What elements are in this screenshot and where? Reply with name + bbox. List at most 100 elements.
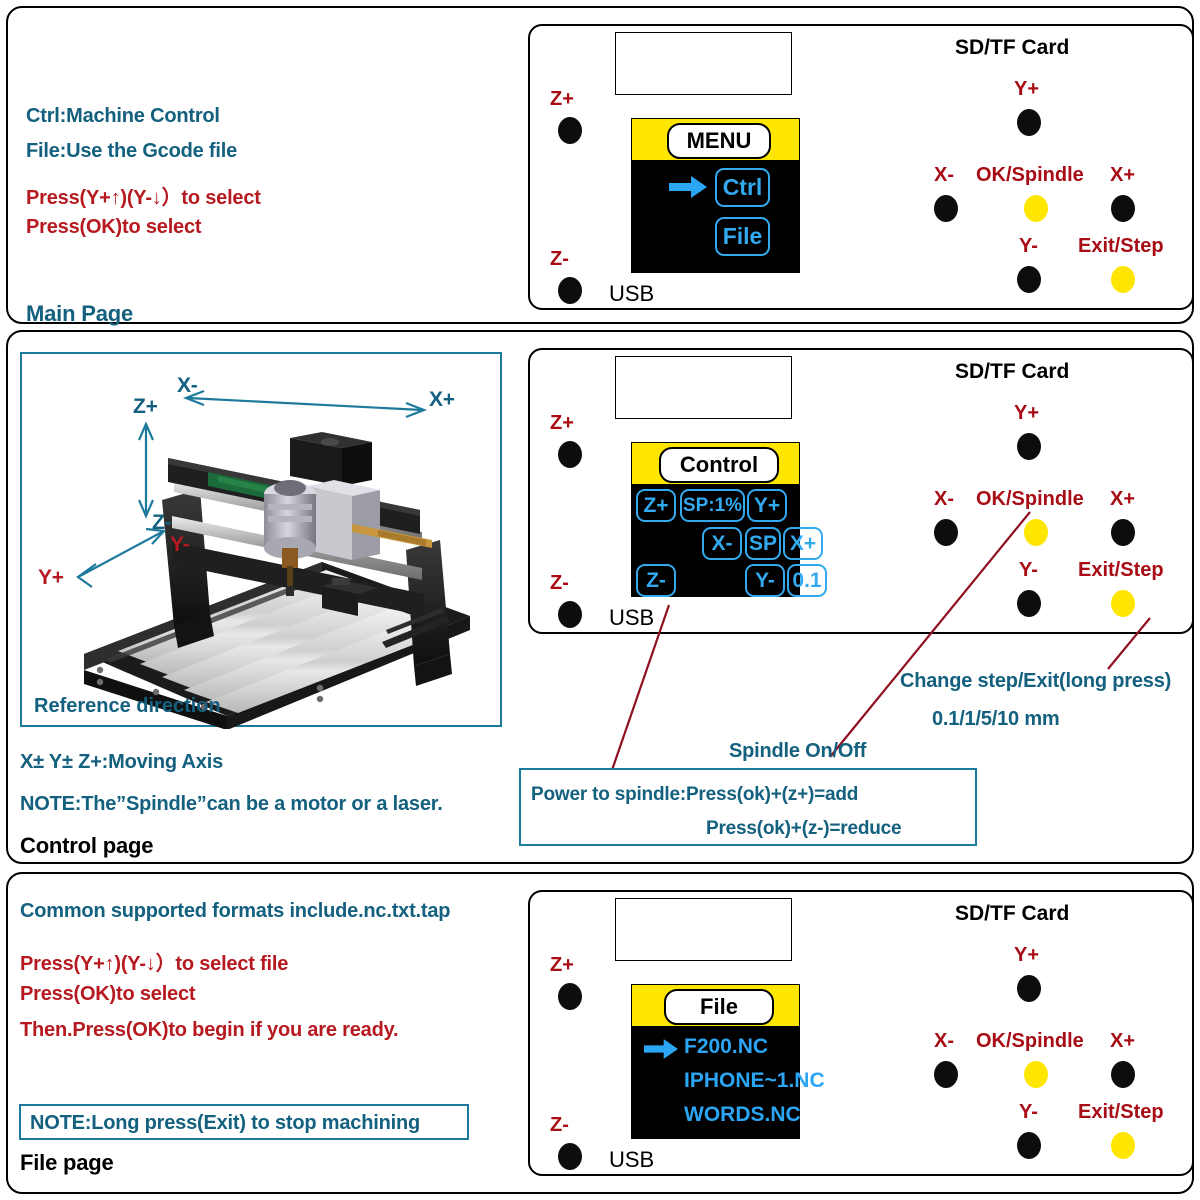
lcd-title-control: Control xyxy=(659,447,779,483)
button-label-ok-spindle: OK/Spindle xyxy=(976,164,1084,186)
button-exit-step[interactable] xyxy=(1111,1132,1135,1159)
button-exit-step[interactable] xyxy=(1111,590,1135,617)
lcd-screen-main: MENU Ctrl File xyxy=(631,118,800,273)
button-y-plus[interactable] xyxy=(1017,975,1041,1002)
button-label-y-plus: Y+ xyxy=(1014,944,1040,966)
lcd-title-file: File xyxy=(664,989,774,1025)
selection-arrow-icon xyxy=(669,176,707,203)
control-line-2: NOTE:The”Spindle”can be a motor or a las… xyxy=(20,793,443,815)
usb-label: USB xyxy=(609,1147,655,1172)
button-x-plus[interactable] xyxy=(1111,519,1135,546)
sd-card-label: SD/TF Card xyxy=(955,36,1070,59)
button-label-x-minus: X- xyxy=(934,488,954,510)
axis-label-y-plus: Y+ xyxy=(38,566,64,589)
button-label-y-minus: Y- xyxy=(1019,559,1038,581)
controller-board-control: SD/TF Card Z+ Z- Y+ X- OK/Spindle X+ Y- … xyxy=(528,348,1194,634)
axis-label-z-plus: Z+ xyxy=(133,395,158,418)
button-z-minus[interactable] xyxy=(558,1143,582,1170)
file-note-text: NOTE:Long press(Exit) to stop machining xyxy=(30,1112,420,1134)
lcd-chip-x-minus[interactable]: X- xyxy=(702,527,742,560)
lcd-chip-sp[interactable]: SP xyxy=(745,527,781,560)
main-line-1: Ctrl:Machine Control xyxy=(26,105,220,127)
button-ok-spindle[interactable] xyxy=(1024,1061,1048,1088)
button-label-z-minus: Z- xyxy=(550,1114,569,1136)
control-page-caption: Control page xyxy=(20,833,154,858)
sd-card-label: SD/TF Card xyxy=(955,902,1070,925)
axis-label-y-minus: Y- xyxy=(170,533,190,556)
usb-port-slot xyxy=(615,898,792,961)
button-label-x-minus: X- xyxy=(934,164,954,186)
button-x-minus[interactable] xyxy=(934,195,958,222)
lcd-file-item-1[interactable]: IPHONE~1.NC xyxy=(684,1069,825,1092)
lcd-file-item-2[interactable]: WORDS.NC xyxy=(684,1103,801,1126)
callout-change-step: Change step/Exit(long press) xyxy=(900,670,1172,692)
power-note-box: Power to spindle:Press(ok)+(z+)=add Pres… xyxy=(519,768,977,846)
usb-label: USB xyxy=(609,605,655,630)
button-label-x-plus: X+ xyxy=(1110,1030,1136,1052)
lcd-chip-spindle-percent[interactable]: SP:1% xyxy=(680,489,745,522)
power-note-line-1: Power to spindle:Press(ok)+(z+)=add xyxy=(531,784,859,805)
reference-direction-caption: Reference direction xyxy=(34,695,221,717)
usb-label: USB xyxy=(609,281,655,306)
button-y-plus[interactable] xyxy=(1017,433,1041,460)
lcd-chip-x-plus[interactable]: X+ xyxy=(783,527,823,560)
button-y-minus[interactable] xyxy=(1017,590,1041,617)
button-z-minus[interactable] xyxy=(558,601,582,628)
usb-port-slot xyxy=(615,356,792,419)
lcd-chip-y-minus[interactable]: Y- xyxy=(745,564,785,597)
button-ok-spindle[interactable] xyxy=(1024,195,1048,222)
button-label-exit-step: Exit/Step xyxy=(1078,235,1164,257)
control-line-1: X± Y± Z+:Moving Axis xyxy=(20,751,223,773)
button-x-minus[interactable] xyxy=(934,519,958,546)
button-z-minus[interactable] xyxy=(558,277,582,304)
button-label-y-minus: Y- xyxy=(1019,235,1038,257)
lcd-chip-z-plus[interactable]: Z+ xyxy=(636,489,676,522)
axis-label-x-minus: X- xyxy=(177,374,198,397)
button-z-plus[interactable] xyxy=(558,983,582,1010)
button-label-y-plus: Y+ xyxy=(1014,402,1040,424)
button-y-plus[interactable] xyxy=(1017,109,1041,136)
axis-label-z-minus: Z- xyxy=(152,511,172,534)
file-page-caption: File page xyxy=(20,1150,114,1175)
lcd-title-menu: MENU xyxy=(667,123,771,159)
lcd-item-ctrl[interactable]: Ctrl xyxy=(715,168,770,207)
button-ok-spindle[interactable] xyxy=(1024,519,1048,546)
button-label-x-minus: X- xyxy=(934,1030,954,1052)
file-line-1: Common supported formats include.nc.txt.… xyxy=(20,900,451,922)
controller-board-main: SD/TF Card Z+ Z- Y+ X- OK/Spindle X+ Y- … xyxy=(528,24,1194,310)
file-line-2: Press(Y+↑)(Y-↓）to select file xyxy=(20,953,289,975)
lcd-file-item-0[interactable]: F200.NC xyxy=(684,1035,769,1058)
button-label-z-plus: Z+ xyxy=(550,954,574,976)
selection-arrow-icon xyxy=(644,1039,678,1064)
callout-spindle-onoff: Spindle On/Off xyxy=(729,740,867,762)
button-label-exit-step: Exit/Step xyxy=(1078,1101,1164,1123)
button-x-plus[interactable] xyxy=(1111,1061,1135,1088)
main-line-3: Press(Y+↑)(Y-↓）to select xyxy=(26,187,261,209)
lcd-screen-control: Control Z+ SP:1% Y+ X- SP X+ Z- Y- 0.1 xyxy=(631,442,827,597)
lcd-screen-file: File F200.NC IPHONE~1.NC WORDS.NC xyxy=(631,984,825,1139)
lcd-chip-z-minus[interactable]: Z- xyxy=(636,564,676,597)
lcd-chip-step[interactable]: 0.1 xyxy=(787,564,827,597)
button-x-plus[interactable] xyxy=(1111,195,1135,222)
power-note-line-2: Press(ok)+(z-)=reduce xyxy=(706,818,902,839)
button-label-ok-spindle: OK/Spindle xyxy=(976,1030,1084,1052)
axis-arrows xyxy=(76,389,428,588)
button-y-minus[interactable] xyxy=(1017,266,1041,293)
button-z-plus[interactable] xyxy=(558,441,582,468)
button-exit-step[interactable] xyxy=(1111,266,1135,293)
button-z-plus[interactable] xyxy=(558,117,582,144)
button-x-minus[interactable] xyxy=(934,1061,958,1088)
lcd-chip-y-plus[interactable]: Y+ xyxy=(747,489,787,522)
usb-port-slot xyxy=(615,32,792,95)
main-line-4: Press(OK)to select xyxy=(26,216,202,238)
file-line-3: Press(OK)to select xyxy=(20,983,196,1005)
button-label-x-plus: X+ xyxy=(1110,164,1136,186)
button-y-minus[interactable] xyxy=(1017,1132,1041,1159)
button-label-exit-step: Exit/Step xyxy=(1078,559,1164,581)
lcd-item-file[interactable]: File xyxy=(715,217,770,256)
file-line-4: Then.Press(OK)to begin if you are ready. xyxy=(20,1019,399,1041)
button-label-z-minus: Z- xyxy=(550,572,569,594)
button-label-y-minus: Y- xyxy=(1019,1101,1038,1123)
button-label-z-plus: Z+ xyxy=(550,412,574,434)
